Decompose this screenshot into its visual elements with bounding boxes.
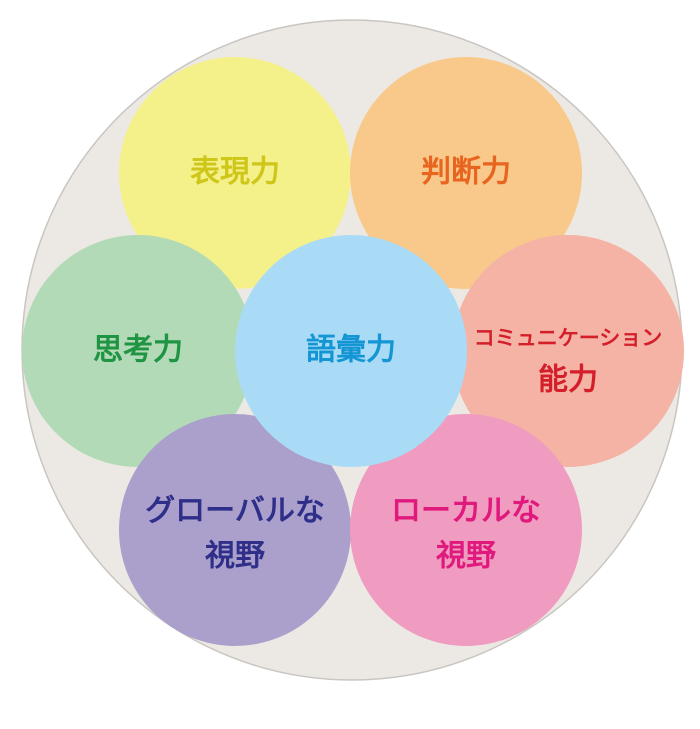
skill-labels: 表現力判断力思考力コミュニケーション能力グローバルな視野ローカルな視野語彙力 [93, 155, 662, 574]
node-label-communication-line-2: 能力 [538, 363, 598, 398]
node-label-goi-line-1: 語彙力 [306, 333, 396, 368]
node-circle-communication [452, 235, 684, 467]
node-label-local-line-1: ローカルな [391, 494, 541, 529]
node-label-local-line-2: 視野 [436, 539, 496, 574]
node-label-hyogen-line-1: 表現力 [190, 155, 280, 190]
node-label-communication-line-1: コミュニケーション [474, 326, 663, 350]
node-label-global-line-1: グローバルな [145, 494, 325, 529]
node-circle-goi [235, 235, 467, 467]
node-circle-shiko [22, 235, 254, 467]
node-label-handan-line-1: 判断力 [421, 155, 511, 190]
node-circle-global [119, 414, 351, 646]
node-circle-local [350, 414, 582, 646]
node-label-global-line-2: 視野 [205, 539, 265, 574]
skill-nodes [22, 57, 684, 646]
node-circle-hyogen [119, 57, 351, 289]
node-label-shiko-line-1: 思考力 [93, 333, 183, 368]
node-circle-handan [350, 57, 582, 289]
